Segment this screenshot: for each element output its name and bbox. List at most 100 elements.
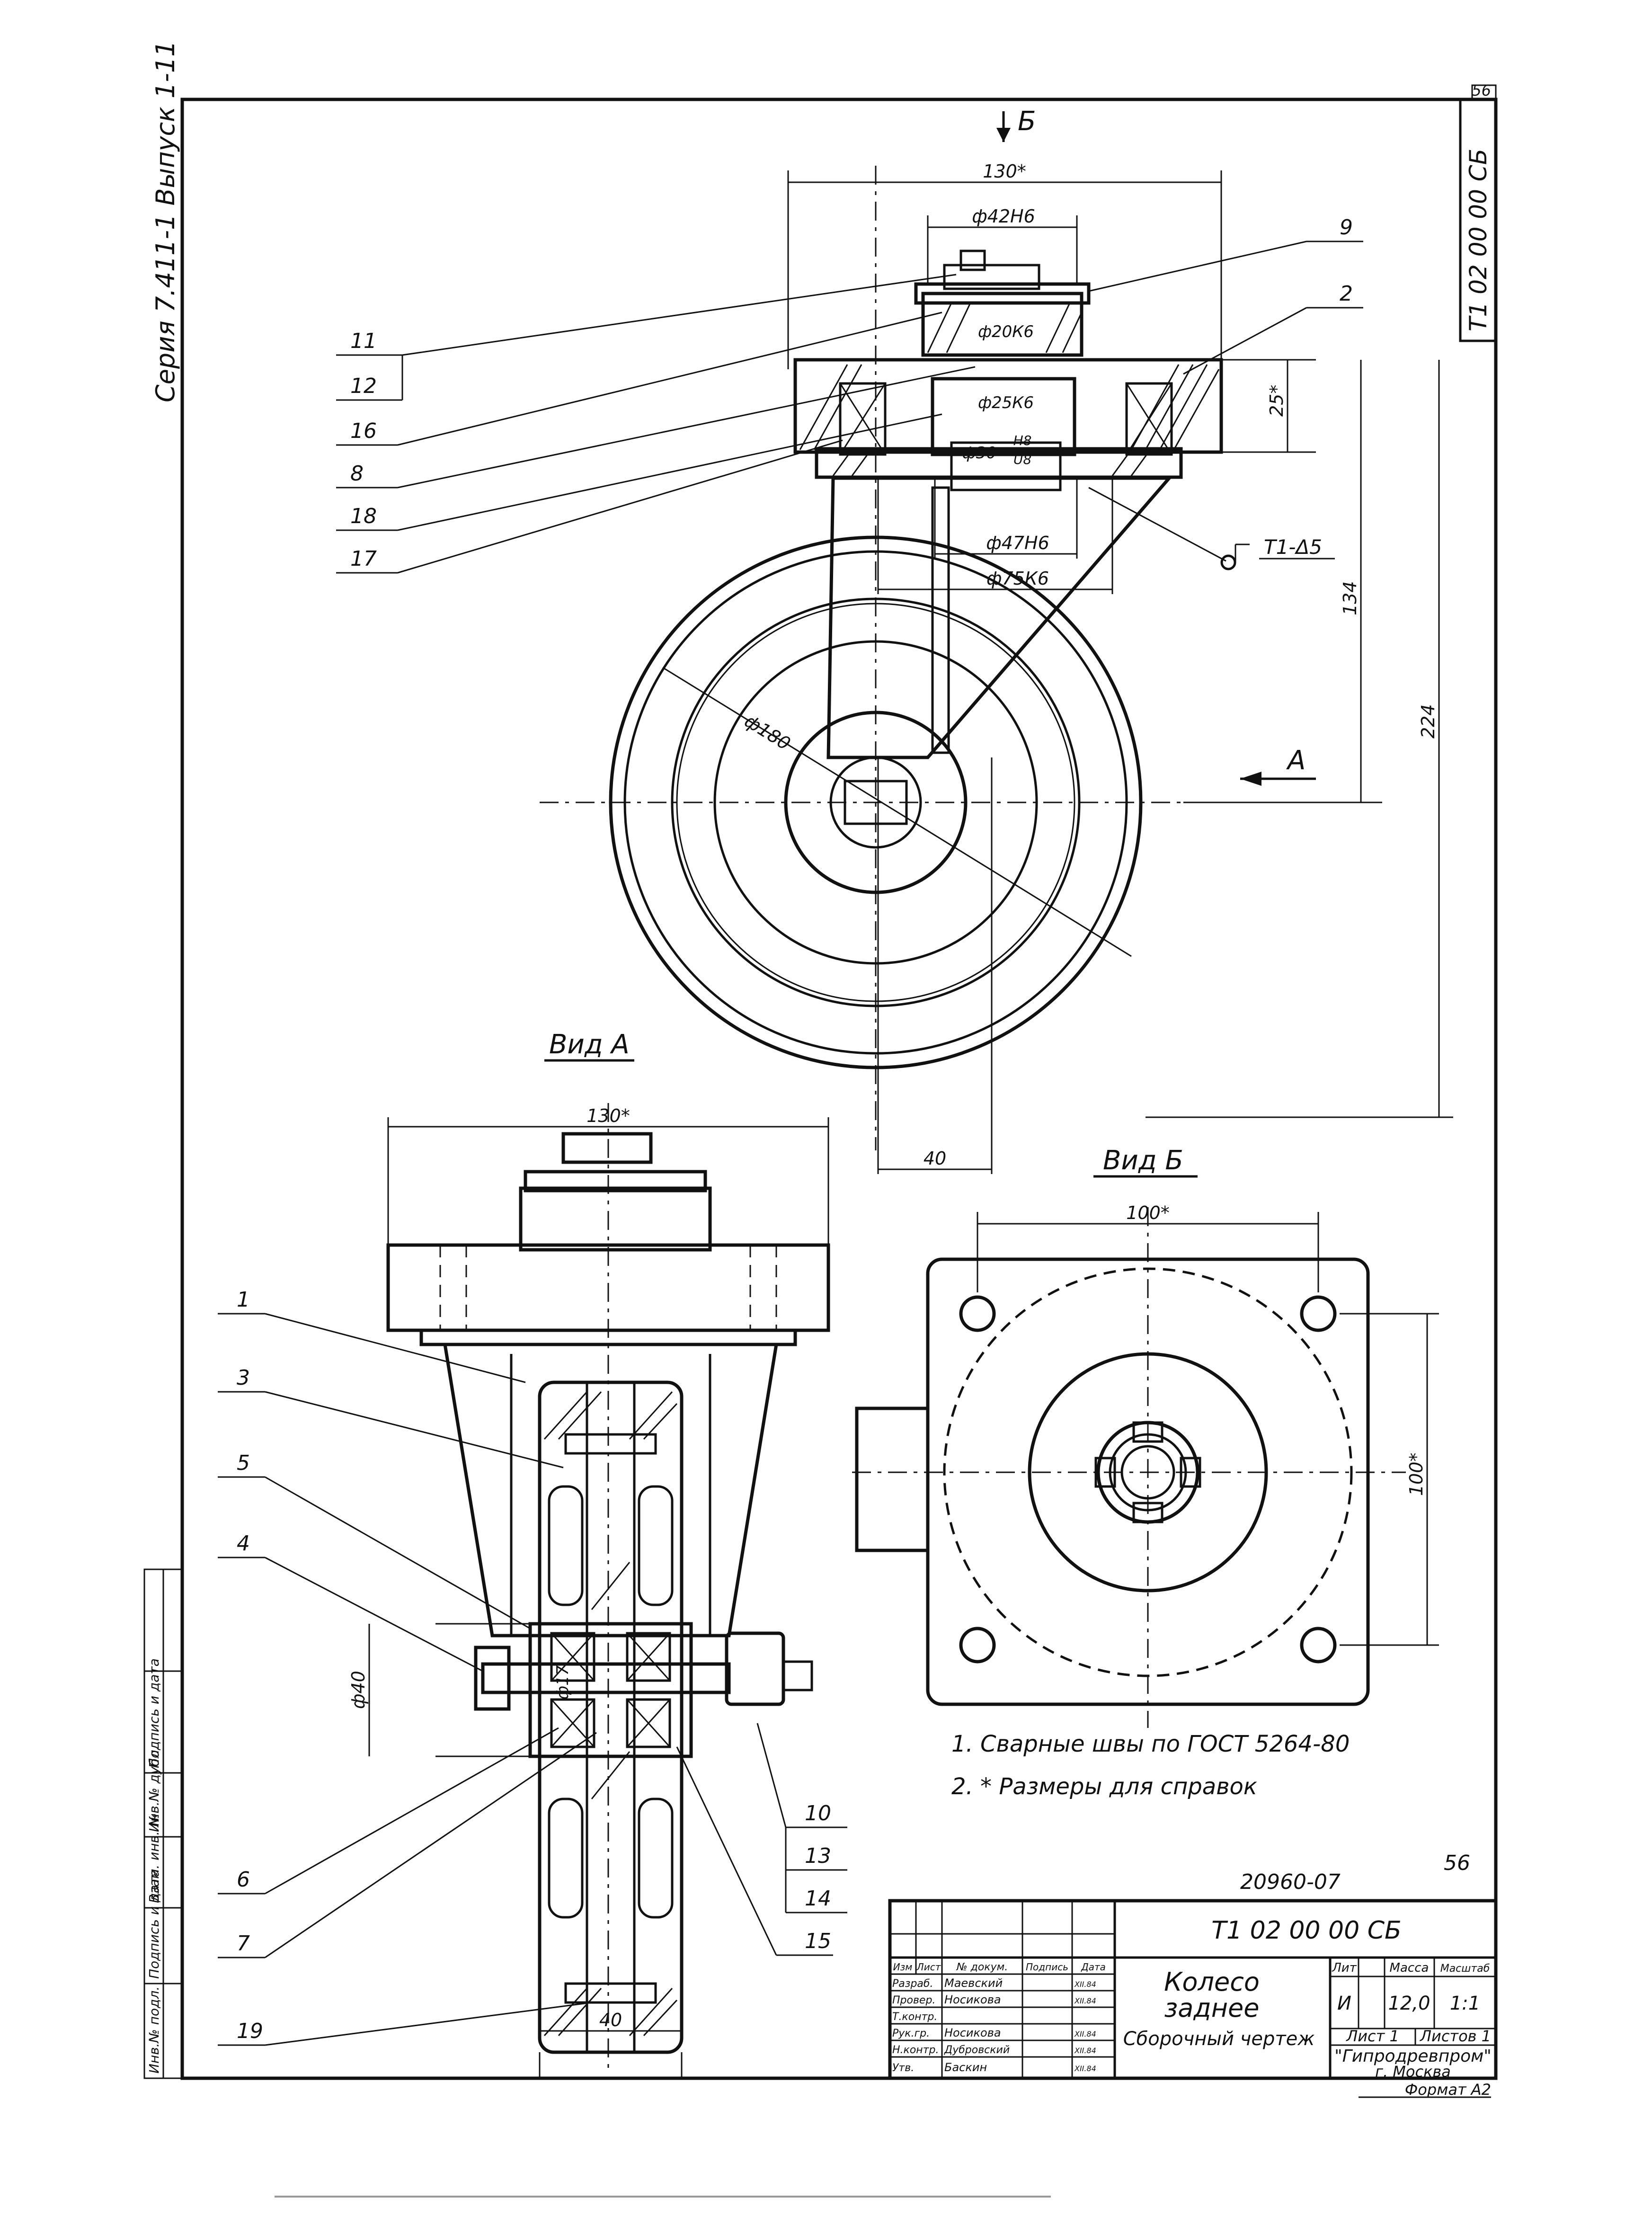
role-3-name: Носикова xyxy=(944,2026,1001,2039)
callout-8: 8 xyxy=(350,462,364,486)
callout-3: 3 xyxy=(237,1366,250,1390)
role-5-name: Баскин xyxy=(944,2061,987,2074)
callout-5: 5 xyxy=(237,1451,250,1475)
title-line-2: заднее xyxy=(1164,1993,1260,2023)
page-number: 56 xyxy=(1472,81,1491,99)
org-line-2: г. Москва xyxy=(1375,2063,1451,2081)
view-a: Вид А 130* xyxy=(348,1029,830,2078)
lit-value: И xyxy=(1337,1993,1351,2014)
dim-d30-fit-top: Н8 xyxy=(1013,433,1032,448)
note-2: 2. * Размеры для справок xyxy=(951,1773,1257,1800)
callout-9: 9 xyxy=(1340,215,1353,240)
role-2: Т.контр. xyxy=(892,2011,937,2023)
callout-18: 18 xyxy=(350,504,377,528)
callout-19: 19 xyxy=(237,2019,263,2043)
notes: 1. Сварные швы по ГОСТ 5264-80 2. * Разм… xyxy=(951,1731,1350,1800)
title-block: Т1 02 00 00 СБ Колесо заднее Сборочный ч… xyxy=(888,1899,1498,2081)
format-label: Формат А2 xyxy=(1405,2081,1491,2099)
role-0-date: XII.84 xyxy=(1074,1980,1096,1989)
view-b-title: Вид Б xyxy=(1103,1145,1183,1176)
callout-6: 6 xyxy=(237,1868,250,1892)
dim-h134: 134 xyxy=(1340,581,1360,615)
stamp-inv-dubl: Инв.№ дубл. xyxy=(146,1745,162,1832)
hdr-list: Лист xyxy=(916,1961,941,1973)
dim-h25: 25* xyxy=(1266,385,1287,417)
view-b: Вид Б 100* 100* xyxy=(852,1145,1439,1728)
role-4: Н.контр. xyxy=(892,2044,939,2056)
sheets-value: Листов 1 xyxy=(1420,2027,1491,2045)
view-a-title: Вид А xyxy=(549,1029,630,1060)
section-mark-a: А xyxy=(1286,745,1306,776)
callout-16: 16 xyxy=(350,419,377,443)
doc-type: Сборочный чертеж xyxy=(1123,2028,1315,2050)
weld-symbol: Т1-Δ5 xyxy=(1264,535,1322,559)
callout-4: 4 xyxy=(237,1531,250,1556)
callout-7: 7 xyxy=(237,1931,250,1956)
section-mark-b: Б xyxy=(1018,106,1036,137)
hdr-scale: Масштаб xyxy=(1440,1963,1490,1975)
hdr-mass: Масса xyxy=(1390,1961,1429,1975)
dim-d30-fit-bottom: U8 xyxy=(1013,452,1031,467)
callout-15: 15 xyxy=(805,1929,831,1953)
archive-number: 20960-07 xyxy=(1240,1870,1341,1894)
callout-10: 10 xyxy=(805,1801,831,1825)
dim-d47: ф47Н6 xyxy=(986,533,1049,553)
role-0-name: Маевский xyxy=(944,1976,1003,1990)
dim-vb-h100: 100* xyxy=(1406,1452,1427,1496)
hdr-doc: № докум. xyxy=(956,1961,1008,1973)
dim-va-d40: ф40 xyxy=(348,1671,369,1709)
role-5: Утв. xyxy=(892,2062,914,2074)
callout-13: 13 xyxy=(805,1844,831,1868)
note-1: 1. Сварные швы по ГОСТ 5264-80 xyxy=(951,1731,1350,1757)
view-a-callouts: 1 3 5 4 6 7 19 15 10 13 14 xyxy=(218,1288,847,2046)
dim-w40-top: 40 xyxy=(924,1148,946,1169)
dim-va-w40: 40 xyxy=(599,2010,622,2030)
role-1: Провер. xyxy=(892,1994,935,2006)
drawing-frame xyxy=(143,84,1498,2080)
role-1-date: XII.84 xyxy=(1074,1996,1096,2005)
series-label: Серия 7.411-1 Выпуск 1-11 xyxy=(151,40,180,402)
callout-2: 2 xyxy=(1340,282,1353,306)
title-line-1: Колесо xyxy=(1164,1967,1260,1997)
role-0: Разраб. xyxy=(892,1978,933,1990)
dim-d180: ф180 xyxy=(741,710,794,754)
callout-1: 1 xyxy=(237,1288,250,1312)
org-line-1: "Гипродревпром" xyxy=(1334,2047,1492,2066)
code-vertical: Т1 02 00 00 СБ xyxy=(1465,149,1492,331)
dim-d20: ф20К6 xyxy=(978,322,1034,341)
dim-d25: ф25К6 xyxy=(978,393,1034,412)
dim-va-width: 130* xyxy=(586,1105,630,1126)
archive-page: 56 xyxy=(1444,1851,1470,1875)
hdr-date: Дата xyxy=(1081,1961,1106,1973)
hdr-sign: Подпись xyxy=(1026,1961,1068,1973)
role-4-date: XII.84 xyxy=(1074,2046,1096,2055)
scale-value: 1:1 xyxy=(1450,1993,1480,2014)
mass-value: 12,0 xyxy=(1388,1993,1430,2014)
callout-12: 12 xyxy=(350,374,377,398)
callout-17: 17 xyxy=(350,547,377,571)
stamp-sign-date-1: Подпись и дата xyxy=(146,1869,162,1979)
role-5-date: XII.84 xyxy=(1074,2064,1096,2073)
main-view: Б xyxy=(540,106,1453,1174)
callout-14: 14 xyxy=(805,1887,831,1911)
stamp-sign-date-2: Подпись и дата xyxy=(146,1658,162,1768)
sheet-value: Лист 1 xyxy=(1346,2027,1399,2045)
main-view-callouts: 11 12 16 8 18 17 9 2 xyxy=(336,215,1363,574)
stamp-inv-podl: Инв.№ подл. xyxy=(146,1986,162,2074)
dim-h224: 224 xyxy=(1418,704,1439,739)
role-3-date: XII.84 xyxy=(1074,2029,1096,2038)
dim-d30: ф30 xyxy=(962,444,996,463)
dim-vb-w100: 100* xyxy=(1126,1202,1170,1223)
dim-d75: ф75К6 xyxy=(986,568,1049,589)
role-1-name: Носикова xyxy=(944,1993,1001,2006)
dim-d42: ф42Н6 xyxy=(972,206,1035,227)
role-4-name: Дубровский xyxy=(944,2044,1010,2056)
dim-va-d17: ф17 xyxy=(553,1665,572,1700)
callout-11: 11 xyxy=(350,329,377,353)
stamp-vzam-inv: Взам. инв. № xyxy=(146,1813,162,1903)
dim-top-width: 130* xyxy=(983,161,1026,182)
title-designation: Т1 02 00 00 СБ xyxy=(1211,1916,1401,1945)
role-3: Рук.гр. xyxy=(892,2028,930,2039)
hdr-izm: Изм xyxy=(893,1961,913,1973)
